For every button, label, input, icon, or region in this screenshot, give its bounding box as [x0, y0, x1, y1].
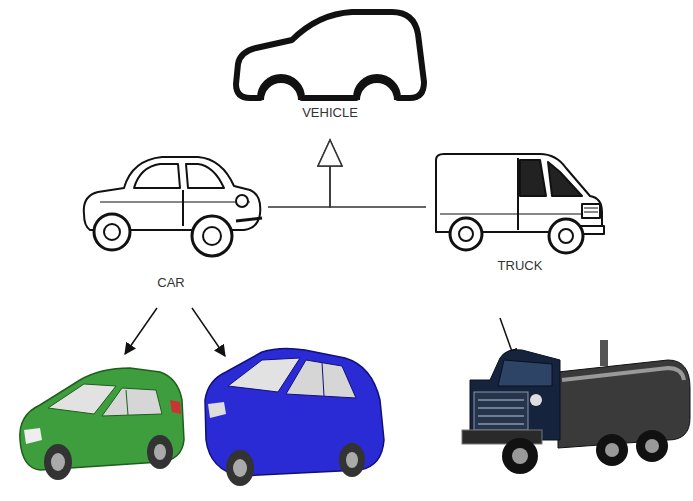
car-drawing [84, 157, 262, 256]
class-node: TRUCK [426, 148, 614, 282]
vehicle-outline [236, 12, 424, 100]
green-car [20, 368, 184, 480]
connector-line [268, 166, 330, 207]
inheritance-connector [268, 140, 342, 207]
tanker-truck [462, 340, 690, 474]
inheritance-head [318, 140, 342, 166]
class-node: VEHICLE [224, 4, 436, 140]
class-name: VEHICLE [224, 105, 436, 120]
inheritance-connector [318, 140, 426, 207]
blue-car [205, 348, 384, 486]
class-name: CAR [74, 275, 268, 290]
connector-line [330, 166, 426, 207]
truck-drawing [436, 154, 604, 253]
inheritance-head [318, 140, 342, 166]
instance-arrow [125, 308, 515, 360]
class-node: CAR [74, 150, 268, 298]
class-name: TRUCK [426, 258, 614, 273]
